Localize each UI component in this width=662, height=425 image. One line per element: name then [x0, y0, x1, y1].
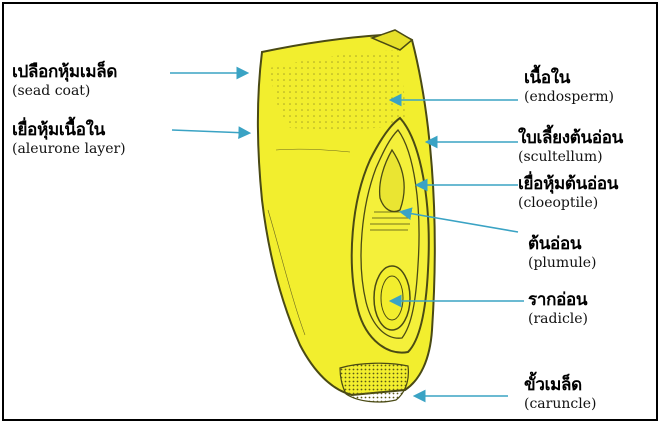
label-thai: เยื่อหุ้มต้นอ่อน	[518, 174, 618, 194]
label-seed-coat: เปลือกหุ้มเมล็ด (sead coat)	[12, 62, 117, 100]
label-english: (plumule)	[528, 254, 596, 272]
caruncle-region	[340, 363, 408, 402]
label-thai: ใบเลี้ยงต้นอ่อน	[518, 128, 623, 148]
label-english: (endosperm)	[524, 88, 614, 106]
label-english: (aleurone layer)	[12, 140, 126, 158]
label-thai: เปลือกหุ้มเมล็ด	[12, 62, 117, 82]
label-radicle: รากอ่อน (radicle)	[528, 290, 588, 328]
label-english: (caruncle)	[524, 395, 596, 413]
label-thai: รากอ่อน	[528, 290, 588, 310]
label-caruncle: ขั้วเมล็ด (caruncle)	[524, 375, 596, 413]
label-thai: เยื่อหุ้มเนื้อใน	[12, 120, 126, 140]
label-thai: ขั้วเมล็ด	[524, 375, 596, 395]
label-english: (scultellum)	[518, 148, 623, 166]
label-thai: ต้นอ่อน	[528, 234, 596, 254]
label-english: (radicle)	[528, 310, 588, 328]
label-plumule: ต้นอ่อน (plumule)	[528, 234, 596, 272]
label-aleurone-layer: เยื่อหุ้มเนื้อใน (aleurone layer)	[12, 120, 126, 158]
label-endosperm: เนื้อใน (endosperm)	[524, 68, 614, 106]
label-coleoptile: เยื่อหุ้มต้นอ่อน (cloeoptile)	[518, 174, 618, 212]
label-english: (cloeoptile)	[518, 194, 618, 212]
label-scutellum: ใบเลี้ยงต้นอ่อน (scultellum)	[518, 128, 623, 166]
label-english: (sead coat)	[12, 82, 117, 100]
label-thai: เนื้อใน	[524, 68, 614, 88]
